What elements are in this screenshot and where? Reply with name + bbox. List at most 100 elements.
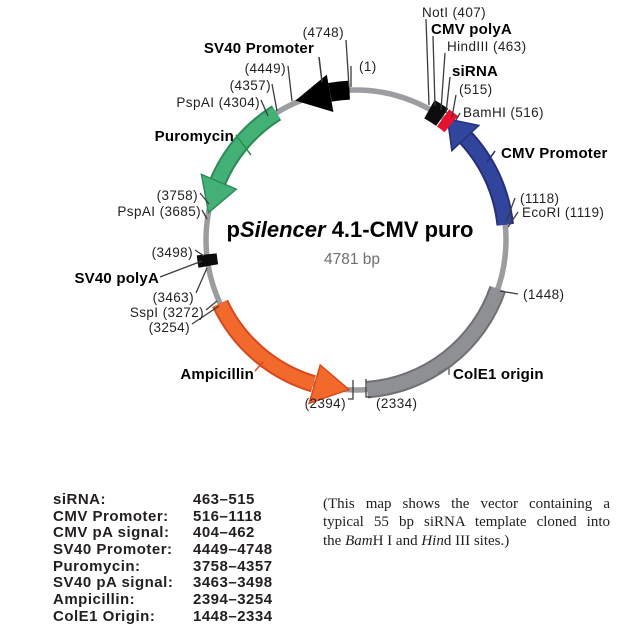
cmv-promoter-arrow — [446, 118, 514, 226]
feature-name: Puromycin: — [53, 557, 141, 575]
note-line-1: (This map shows the vector containing a — [323, 496, 610, 512]
label-ampicillin: Ampicillin — [180, 366, 254, 383]
feature-range: 3463–3498 — [193, 574, 273, 592]
title-rest: 4.1-CMV puro — [326, 217, 474, 242]
tick-1119 — [507, 211, 519, 228]
sv40-polya-box — [196, 253, 219, 268]
leader-puromycin — [235, 134, 252, 156]
feature-name: SV40 Promoter: — [53, 541, 173, 559]
label-cmv-promoter: CMV Promoter — [501, 145, 608, 162]
label-1118: (1118) — [520, 191, 559, 206]
feature-name: Ampicillin: — [53, 591, 136, 609]
table-row: SV40 pA signal: 3463–3498 — [53, 575, 273, 592]
label-ecori: EcoRI (1119) — [522, 205, 604, 220]
note-line-2: typical 55 bp siRNA template cloned into — [323, 514, 610, 531]
leader-sv40-polya — [159, 260, 203, 278]
tick-2334 — [365, 379, 371, 398]
tick-1448 — [499, 290, 519, 295]
note-text: d III sites.) — [443, 532, 510, 549]
leader-sirna — [445, 76, 451, 114]
feature-range: 516–1118 — [193, 507, 263, 525]
label-4449: (4449) — [245, 61, 286, 76]
label-puromycin: Puromycin — [155, 128, 234, 145]
leader-ampicillin — [254, 361, 264, 372]
sv40-promoter-arrow — [295, 74, 351, 112]
ampicillin-arrow — [212, 299, 351, 405]
tick-lines — [159, 18, 519, 400]
table-row: Puromycin: 3758–4357 — [53, 557, 273, 576]
table-row: ColE1 Origin: 1448–2334 — [53, 607, 273, 626]
feature-name: CMV pA signal: — [53, 524, 170, 542]
feature-range: 3758–4357 — [193, 557, 273, 575]
feature-name: siRNA: — [53, 491, 107, 508]
label-2394: (2394) — [305, 396, 346, 411]
note-hin-italic: Hin — [421, 532, 444, 549]
leader-hindiii — [440, 52, 446, 111]
label-pspai-3685: PspAI (3685) — [117, 204, 201, 219]
label-3254: (3254) — [149, 320, 190, 335]
note-line-3: the BamH I and Hind III sites.) — [323, 532, 610, 550]
leader-noti — [425, 18, 430, 106]
table-row: CMV pA signal: 404–462 — [53, 525, 273, 542]
label-bamhi: BamHI (516) — [463, 105, 544, 120]
cole1-origin-band — [366, 285, 507, 399]
leader-cole1 — [437, 365, 450, 375]
table-row: CMV Promoter: 516–1118 — [53, 507, 273, 526]
note-bam-italic: Bam — [345, 532, 373, 549]
leader-cmv-promoter — [486, 150, 496, 163]
title-italic-part: Silencer — [240, 217, 327, 242]
title-prefix: p — [227, 217, 240, 242]
map-note: (This map shows the vector containing a … — [323, 495, 610, 550]
plasmid-title: pSilencer 4.1-CMV puro — [227, 217, 474, 242]
tick-3272 — [205, 300, 218, 311]
plasmid-map: NotI (407) CMV polyA HindIII (463) siRNA… — [74, 5, 608, 411]
tick-4304 — [260, 99, 269, 117]
feature-range: 1448–2334 — [193, 607, 273, 625]
feature-range: 404–462 — [193, 524, 255, 542]
label-2334: (2334) — [376, 396, 417, 411]
tick-4357 — [271, 83, 278, 112]
feature-name: CMV Promoter: — [53, 507, 169, 525]
label-sv40-promoter: SV40 Promoter — [204, 40, 314, 57]
tick-1118 — [505, 197, 516, 223]
leader-515 — [451, 94, 457, 118]
tick-3254 — [191, 305, 220, 325]
label-3758: (3758) — [157, 188, 198, 203]
label-3463: (3463) — [153, 290, 194, 305]
label-cole1: ColE1 origin — [453, 366, 544, 383]
tick-3498 — [194, 249, 205, 257]
label-noti: NotI (407) — [422, 5, 486, 20]
label-sirna: siRNA — [452, 63, 498, 80]
feature-name: ColE1 Origin: — [53, 607, 156, 625]
note-text: H I and — [372, 532, 422, 549]
label-sv40-polya: SV40 polyA — [74, 270, 159, 287]
label-pspai-4304: PspAI (4304) — [176, 95, 260, 110]
label-4748: (4748) — [303, 25, 344, 40]
feature-range-table: siRNA: 463–515 CMV Promoter: 516–1118 CMV … — [53, 491, 273, 626]
label-sspi: SspI (3272) — [130, 305, 204, 320]
tick-3685 — [201, 209, 208, 220]
tick-2394 — [348, 380, 354, 400]
label-1448: (1448) — [523, 287, 564, 302]
table-row: Ampicillin: 2394–3254 — [53, 591, 273, 609]
label-cmv-polya: CMV polyA — [431, 21, 512, 38]
feature-name: SV40 pA signal: — [53, 574, 174, 592]
note-text: the — [323, 532, 346, 549]
leader-cmv-polya — [432, 35, 436, 107]
feature-range: 463–515 — [193, 491, 255, 508]
label-hindiii: HindIII (463) — [447, 39, 526, 54]
label-4357: (4357) — [230, 78, 271, 93]
tick-3758 — [199, 192, 210, 205]
plasmid-backbone-ring — [203, 87, 509, 393]
table-row: siRNA: 463–515 — [53, 491, 273, 509]
tick-3463 — [195, 267, 208, 294]
cmv-polya-box — [424, 100, 449, 126]
table-row: SV40 Promoter:4449–4748 — [53, 541, 273, 559]
feature-range: 2394–3254 — [193, 591, 273, 609]
leader-bamhi — [455, 112, 461, 121]
label-3498: (3498) — [152, 245, 193, 260]
puromycin-arrow — [200, 105, 282, 215]
label-515: (515) — [459, 82, 493, 97]
plasmid-size: 4781 bp — [324, 251, 380, 268]
